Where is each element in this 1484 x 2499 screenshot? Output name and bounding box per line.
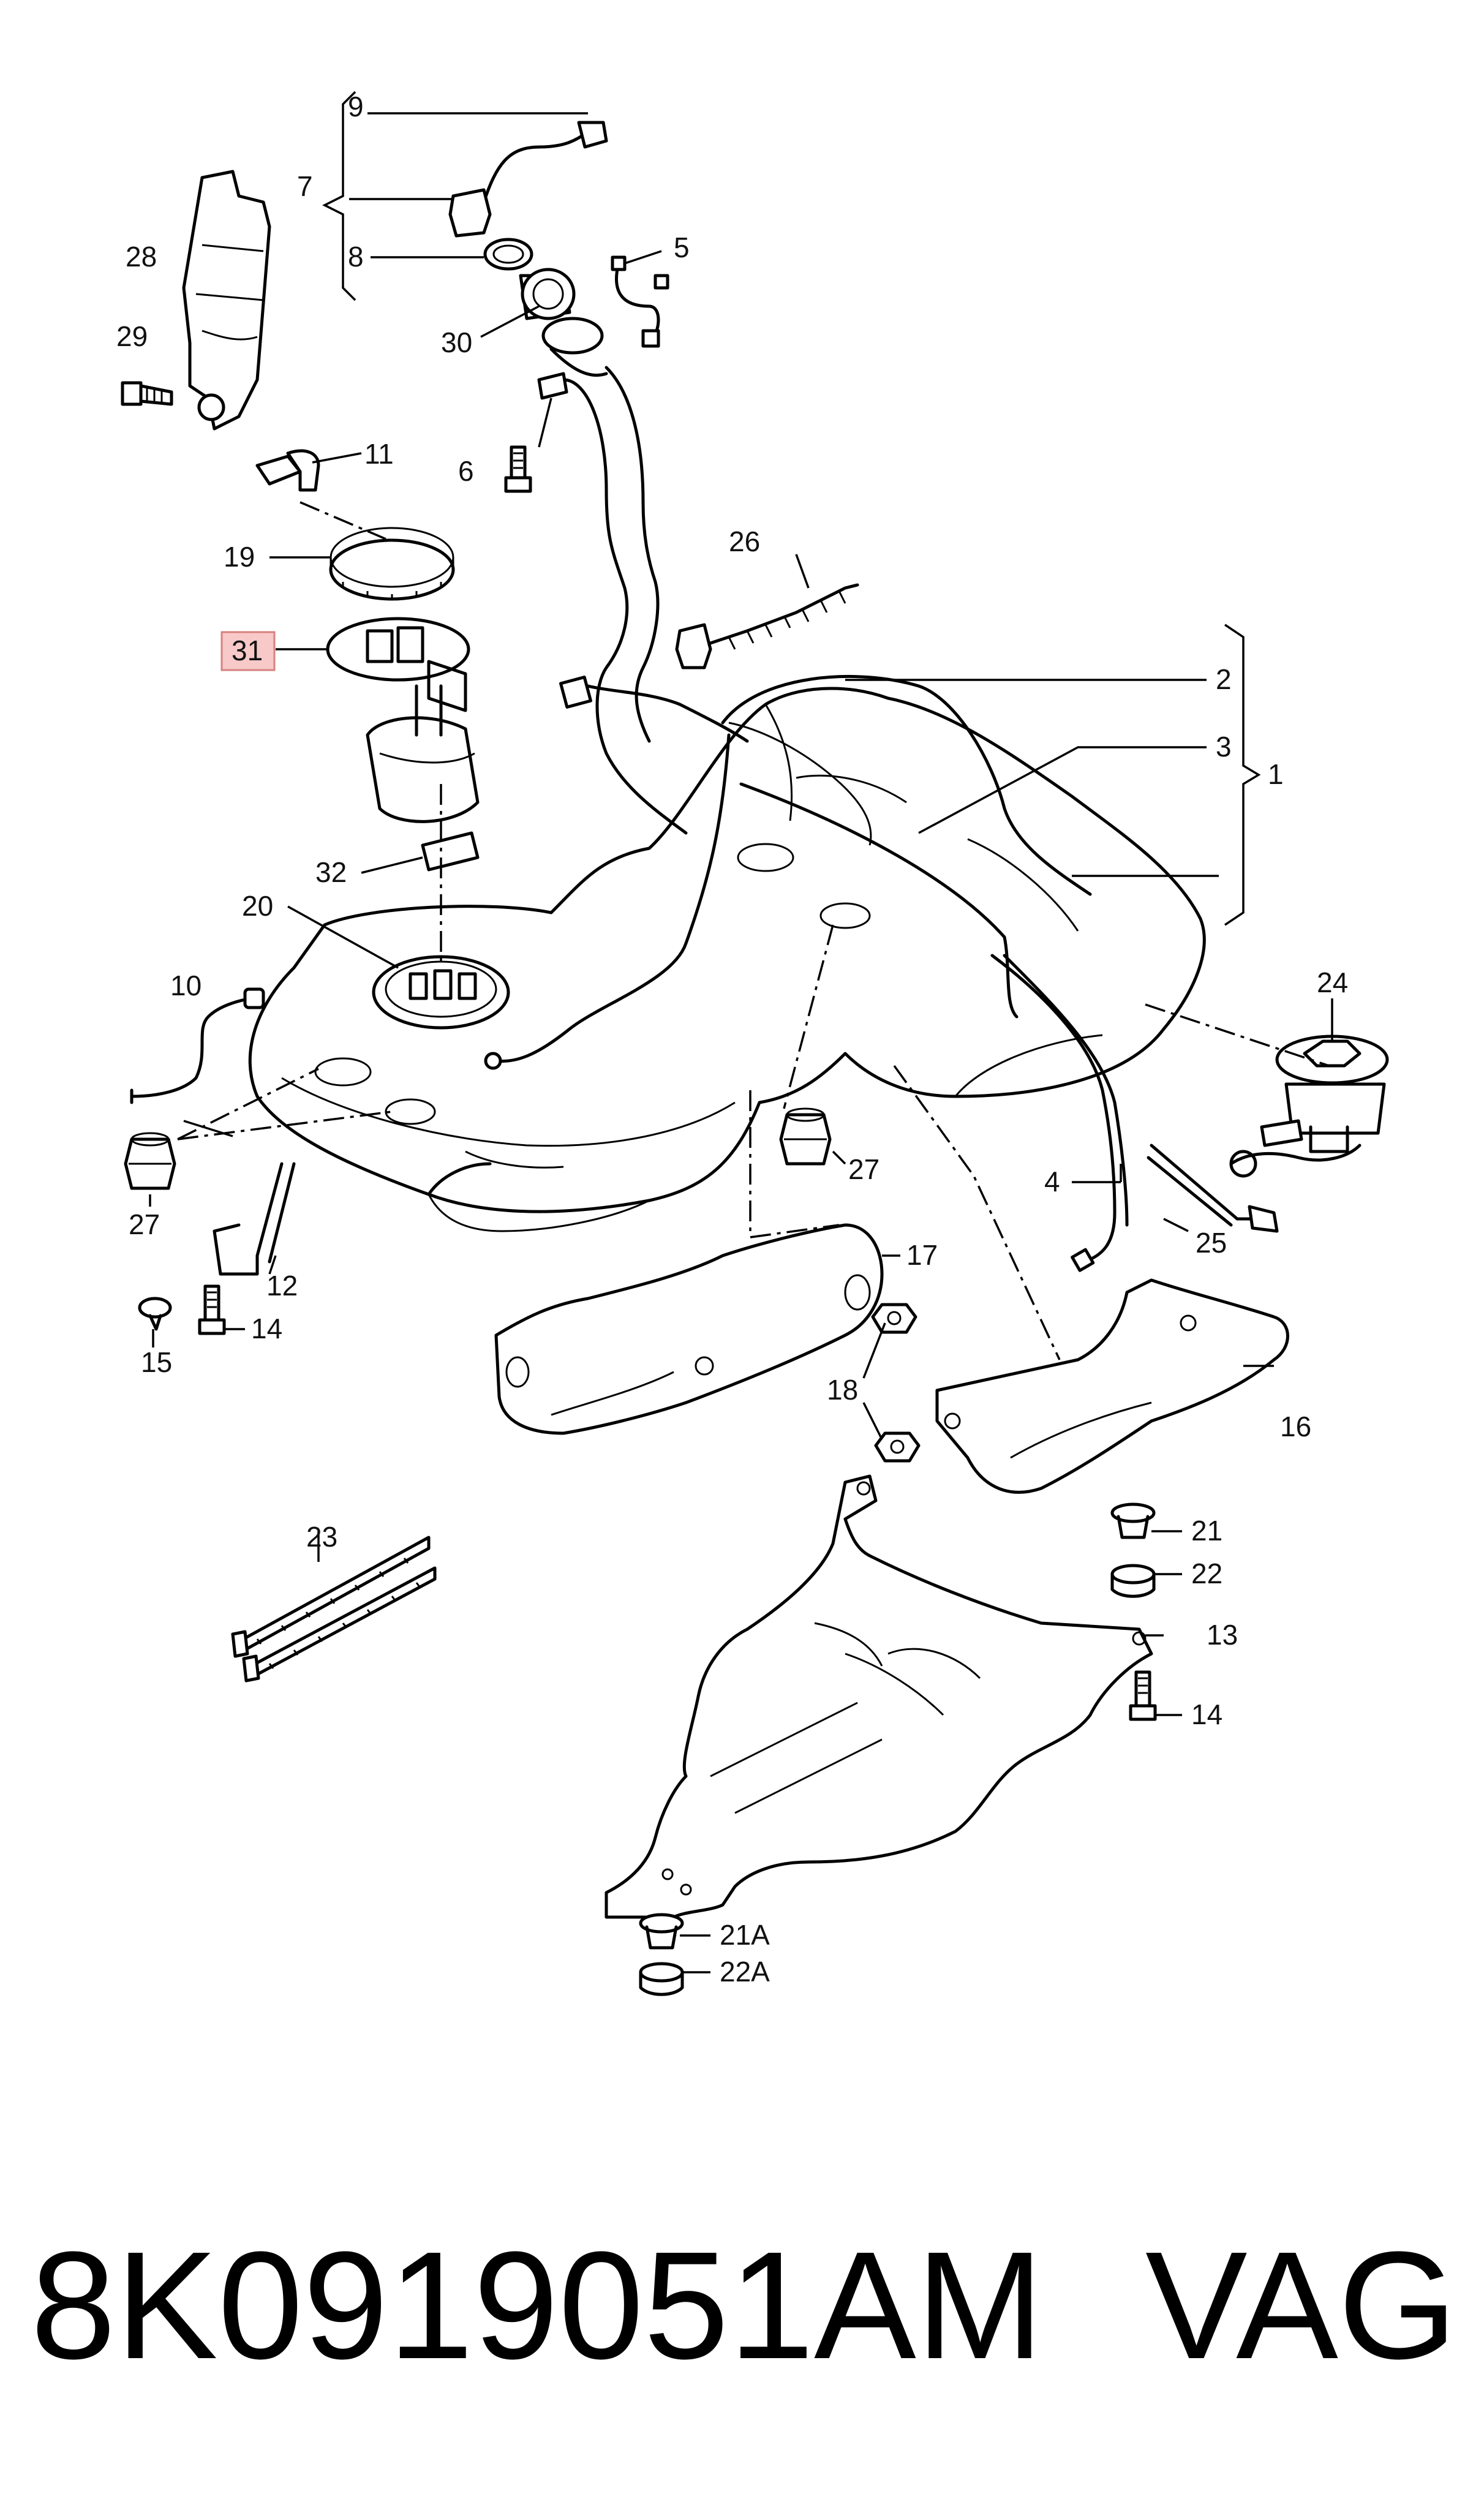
callout-19: 19 — [224, 541, 255, 573]
hose-11 — [255, 449, 320, 492]
callout-1: 1 — [1268, 758, 1284, 790]
flange-20 — [372, 955, 510, 1030]
grommet-27-left — [124, 1132, 176, 1190]
callout-27-left: 27 — [129, 1208, 160, 1240]
fuel-sender-31 — [326, 617, 480, 823]
callout-18: 18 — [827, 1374, 858, 1406]
strap-12 — [213, 1162, 296, 1276]
callout-15: 15 — [141, 1346, 172, 1378]
callout-20: 20 — [242, 890, 273, 922]
callout-8: 8 — [348, 241, 364, 273]
connector-26 — [675, 583, 859, 669]
callout-22a: 22A — [720, 1956, 770, 1988]
locking-ring-19 — [329, 527, 455, 601]
nut-18-top — [871, 1303, 917, 1334]
callout-11: 11 — [364, 438, 394, 470]
heat-shield-28 — [182, 170, 271, 431]
highlight-box-31 — [220, 631, 276, 671]
part-number: 8K0919051AM — [31, 2220, 1044, 2391]
callout-17: 17 — [906, 1239, 938, 1271]
callout-14-right: 14 — [1191, 1698, 1222, 1730]
callout-24: 24 — [1317, 967, 1348, 998]
callout-6: 6 — [458, 455, 474, 487]
grommet-22 — [1110, 1564, 1156, 1598]
callout-12: 12 — [266, 1270, 298, 1302]
callout-9: 9 — [348, 91, 364, 123]
callout-3: 3 — [1216, 731, 1232, 763]
nut-18-bottom — [874, 1431, 921, 1463]
callout-16: 16 — [1280, 1411, 1311, 1442]
strainer-32 — [421, 831, 480, 872]
heat-shield-16 — [935, 1278, 1289, 1494]
callout-31: 31 — [232, 635, 263, 666]
underbody-shield-13 — [605, 1474, 1153, 1919]
pipe-4 — [990, 954, 1129, 1272]
callout-7: 7 — [297, 170, 313, 202]
cable-ties-23 — [231, 1536, 437, 1683]
leader-lines — [149, 91, 1333, 1973]
filler-neck-pipe — [559, 366, 749, 835]
grommet-22a — [639, 1962, 684, 1996]
bolt-6 — [504, 372, 568, 493]
bolt-14-left — [198, 1284, 226, 1335]
callout-13: 13 — [1207, 1619, 1238, 1651]
callout-32: 32 — [315, 856, 347, 888]
brand: VAG — [1145, 2220, 1457, 2391]
wiring-25 — [1147, 1144, 1279, 1233]
callout-labels: 9 7 8 30 5 6 28 29 11 19 31 26 2 3 1 32 … — [116, 91, 1348, 1988]
callout-30: 30 — [441, 326, 472, 358]
callout-26: 26 — [729, 526, 760, 557]
bolt-14-right — [1129, 1670, 1157, 1721]
callout-23: 23 — [306, 1521, 337, 1553]
grommet-27-right — [779, 1107, 832, 1166]
callout-10: 10 — [170, 970, 202, 1001]
sender-unit-24 — [1229, 1035, 1389, 1178]
callout-27-right: 27 — [848, 1153, 879, 1185]
callout-29: 29 — [116, 320, 148, 352]
pipe-10 — [130, 987, 265, 1104]
callout-21a: 21A — [720, 1919, 770, 1951]
callout-2: 2 — [1216, 663, 1232, 695]
callout-22: 22 — [1191, 1558, 1222, 1589]
fuel-cap-group — [448, 121, 669, 377]
callout-14-left: 14 — [251, 1313, 282, 1344]
bolt-29 — [121, 381, 173, 406]
grommet-21 — [1110, 1502, 1156, 1539]
callout-4: 4 — [1044, 1166, 1060, 1197]
callout-21: 21 — [1191, 1515, 1222, 1547]
heat-shield-17 — [494, 1223, 884, 1435]
callout-5: 5 — [674, 232, 690, 263]
callout-28: 28 — [126, 241, 157, 273]
fuel-tank — [248, 674, 1206, 1232]
grommet-21a — [639, 1913, 684, 1950]
callout-25: 25 — [1196, 1227, 1227, 1259]
clip-15 — [138, 1297, 172, 1331]
